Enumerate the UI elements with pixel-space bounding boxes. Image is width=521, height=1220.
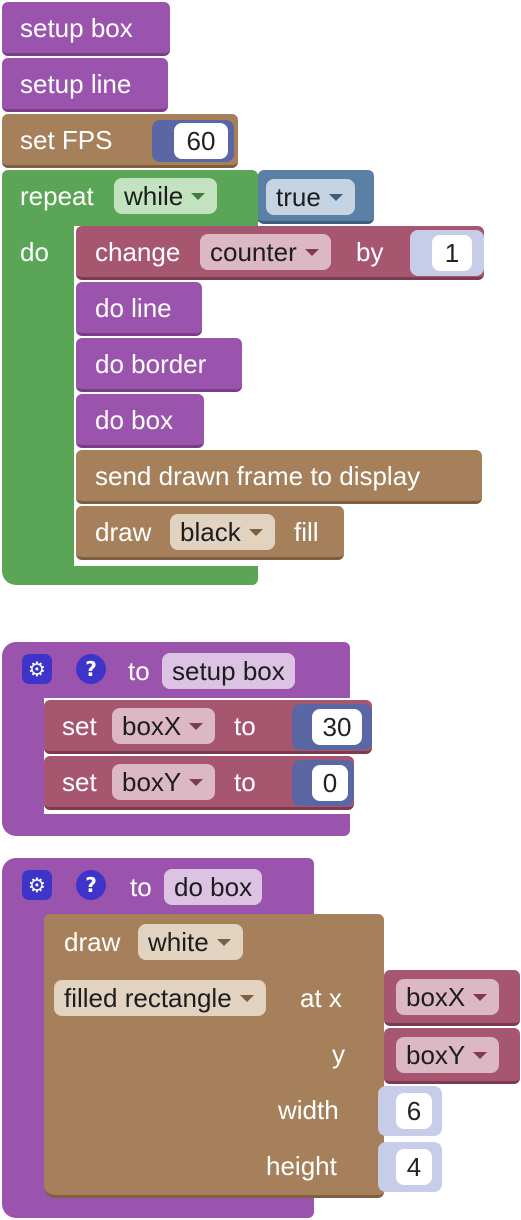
height-value-input[interactable]: 4 <box>396 1149 432 1185</box>
chevron-down-icon <box>473 994 488 1001</box>
change-counter-block[interactable]: change counter by 1 <box>76 226 484 280</box>
set-fps-block[interactable]: set FPS 60 <box>2 114 238 168</box>
width-value-input[interactable]: 6 <box>396 1093 432 1129</box>
do-box-call-label: do box <box>95 405 174 435</box>
setup-box-call-block[interactable]: setup box <box>2 2 170 56</box>
chevron-down-icon <box>216 939 231 946</box>
height-label: height <box>266 1151 337 1181</box>
shape-dropdown[interactable]: filled rectangle <box>54 980 266 1016</box>
repeat-mode-value: while <box>124 181 184 211</box>
chevron-down-icon <box>248 529 263 536</box>
boxx-getter-value: boxX <box>406 982 466 1012</box>
true-logic-block[interactable]: true <box>258 170 374 224</box>
true-dropdown[interactable]: true <box>266 179 355 215</box>
draw-shape-block[interactable]: draw white filled rectangle at x y width… <box>44 914 384 1198</box>
do-box-call-block[interactable]: do box <box>76 394 204 448</box>
procedure-name-field[interactable]: do box <box>164 869 263 905</box>
boxy-getter-dropdown[interactable]: boxY <box>396 1037 500 1073</box>
procedure-to-label: to <box>130 872 152 902</box>
by-label: by <box>356 237 384 267</box>
boxx-getter-block[interactable]: boxX <box>384 970 520 1026</box>
draw-label: draw <box>95 517 152 547</box>
width-label: width <box>278 1095 339 1125</box>
do-line-call-block[interactable]: do line <box>76 282 202 336</box>
send-frame-block[interactable]: send drawn frame to display <box>76 450 482 504</box>
set-label: set <box>62 711 97 741</box>
setup-line-call-block[interactable]: setup line <box>2 58 168 112</box>
repeat-label: repeat <box>20 181 94 211</box>
fill-color-dropdown[interactable]: black <box>170 514 275 550</box>
set-boxx-block[interactable]: set boxX to 30 <box>44 700 372 754</box>
draw-label: draw <box>64 927 121 957</box>
boxy-getter-block[interactable]: boxY <box>384 1028 520 1084</box>
boxy-variable-value: boxY <box>122 767 182 797</box>
procedure-name-value: do box <box>174 872 253 902</box>
boxy-getter-value: boxY <box>406 1040 466 1070</box>
setup-line-call-label: setup line <box>20 69 132 99</box>
counter-variable-dropdown[interactable]: counter <box>200 234 331 270</box>
to-label: to <box>234 767 256 797</box>
set-fps-label: set FPS <box>20 125 113 155</box>
draw-fill-block[interactable]: draw black fill <box>76 506 344 560</box>
do-line-call-label: do line <box>95 293 172 323</box>
boxx-value-input[interactable]: 30 <box>312 709 362 745</box>
procedure-name-value: setup box <box>172 656 285 686</box>
shape-value: filled rectangle <box>64 983 232 1013</box>
do-border-call-block[interactable]: do border <box>76 338 242 392</box>
to-label: to <box>234 711 256 741</box>
set-boxy-block[interactable]: set boxY to 0 <box>44 756 354 810</box>
change-label: change <box>95 237 181 267</box>
chevron-down-icon <box>239 995 254 1002</box>
chevron-down-icon <box>189 779 204 786</box>
procedure-to-label: to <box>128 656 150 686</box>
chevron-down-icon <box>191 193 206 200</box>
chevron-down-icon <box>304 249 319 256</box>
chevron-down-icon <box>328 194 343 201</box>
help-icon[interactable]: ? <box>76 870 106 900</box>
setup-box-call-label: setup box <box>20 13 133 43</box>
gear-icon[interactable]: ⚙ <box>22 870 52 900</box>
boxy-variable-dropdown[interactable]: boxY <box>112 764 216 800</box>
true-value: true <box>276 182 321 212</box>
do-border-call-label: do border <box>95 349 207 379</box>
boxx-variable-dropdown[interactable]: boxX <box>112 708 216 744</box>
chevron-down-icon <box>473 1052 488 1059</box>
gear-icon[interactable]: ⚙ <box>22 654 52 684</box>
fill-label: fill <box>294 517 319 547</box>
procedure-name-field[interactable]: setup box <box>162 653 295 689</box>
boxy-value-input[interactable]: 0 <box>312 765 348 801</box>
counter-variable-value: counter <box>210 237 297 267</box>
boxx-variable-value: boxX <box>122 711 182 741</box>
y-label: y <box>332 1039 345 1069</box>
set-label: set <box>62 767 97 797</box>
fill-color-value: black <box>180 517 241 547</box>
repeat-mode-dropdown[interactable]: while <box>114 178 218 214</box>
send-frame-label: send drawn frame to display <box>95 461 421 491</box>
boxx-getter-dropdown[interactable]: boxX <box>396 979 500 1015</box>
help-icon[interactable]: ? <box>76 654 106 684</box>
chevron-down-icon <box>189 723 204 730</box>
do-label: do <box>20 237 49 267</box>
fps-value-input[interactable]: 60 <box>174 123 228 159</box>
change-value-input[interactable]: 1 <box>432 235 472 271</box>
draw-color-dropdown[interactable]: white <box>138 924 243 960</box>
at-x-label: at x <box>300 983 342 1013</box>
draw-color-value: white <box>148 927 209 957</box>
